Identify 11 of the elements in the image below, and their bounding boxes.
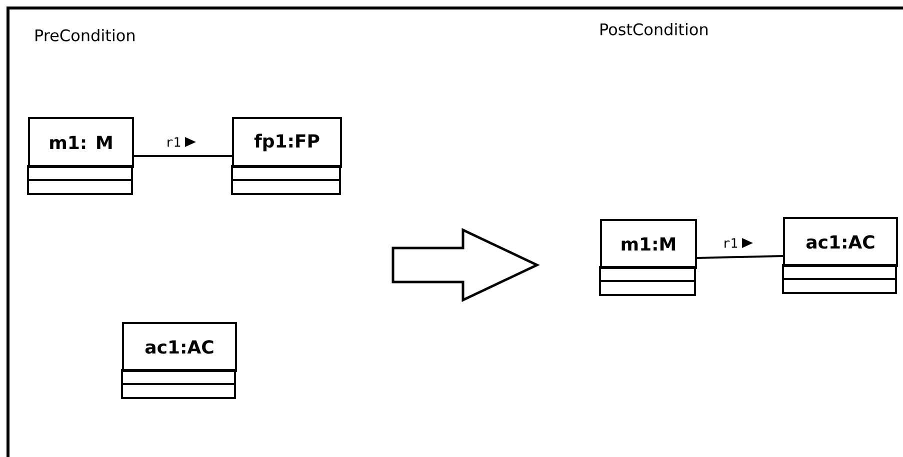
class-box: m1:M xyxy=(599,219,697,296)
section-title: PreCondition xyxy=(36,29,134,42)
section-title: PostCondition xyxy=(600,23,708,36)
edge-label: r1 xyxy=(724,238,738,248)
class-box: fp1:FP xyxy=(231,117,342,195)
class-box: ac1:AC xyxy=(121,322,237,399)
edge-label: r1 xyxy=(168,137,180,147)
association-line xyxy=(696,255,784,259)
class-box: m1: M xyxy=(27,117,134,195)
class-box: ac1:AC xyxy=(782,217,898,294)
association-line xyxy=(134,155,232,157)
